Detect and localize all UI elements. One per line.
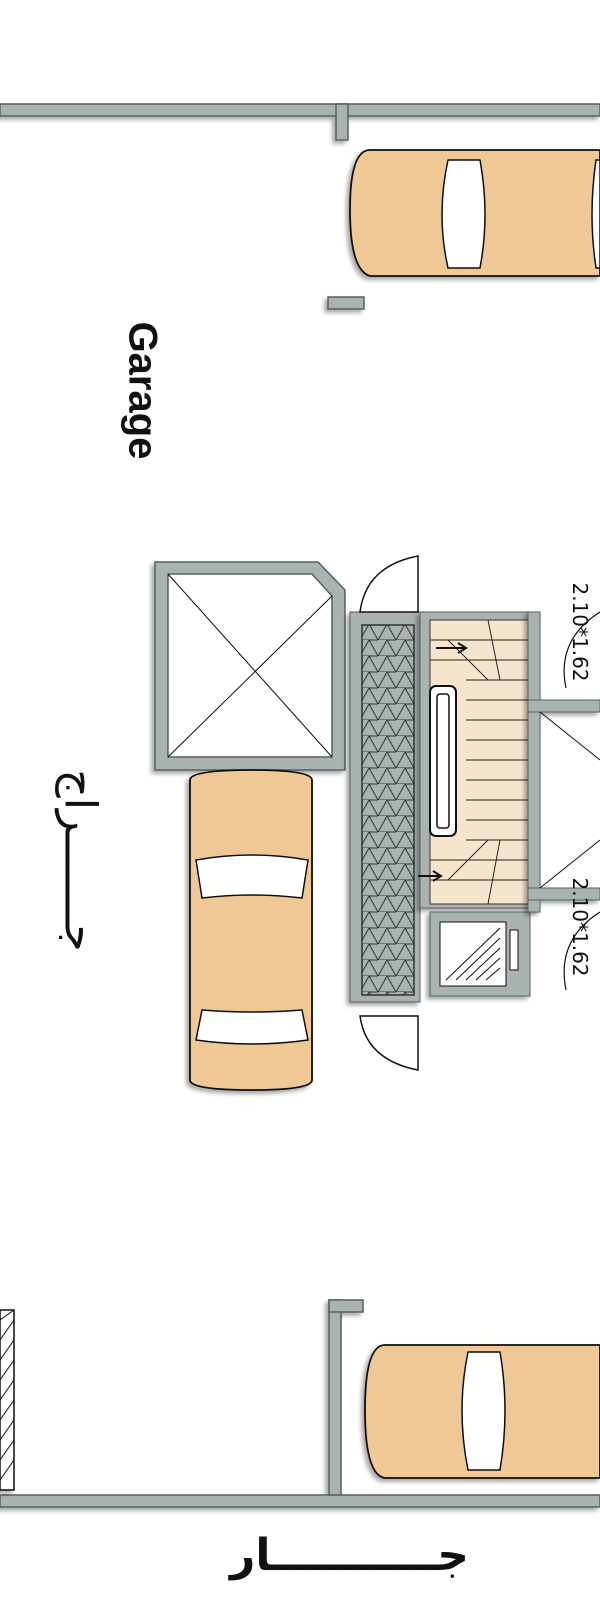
car-bottom xyxy=(364,1344,600,1479)
door-lower xyxy=(359,1015,419,1071)
car-middle xyxy=(189,769,313,1091)
car-top xyxy=(349,149,600,277)
bottom-left-pier xyxy=(328,1299,342,1496)
top-wall xyxy=(0,103,600,117)
window-swing-upper xyxy=(563,611,600,689)
right-walls xyxy=(527,611,600,913)
window-swing-lower xyxy=(563,911,600,991)
window-dimension-upper: 2.10*1.62 xyxy=(568,582,592,682)
top-wall-stub xyxy=(335,103,349,141)
stair-arrow-down xyxy=(418,870,443,882)
bottom-pier-cap xyxy=(328,1299,364,1313)
garage-arabic-label: جـــــــراج xyxy=(54,769,106,952)
bottom-wall xyxy=(0,1494,600,1508)
outer-walls xyxy=(0,103,600,1508)
door-upper xyxy=(359,555,419,613)
lobby xyxy=(349,611,421,1003)
stair-treads xyxy=(430,619,532,905)
stair-arrow-up xyxy=(436,642,468,654)
neighbor-arabic-label: جـــــــــــار xyxy=(230,1530,469,1581)
utility-room xyxy=(429,911,531,997)
elevator-shaft xyxy=(154,561,346,771)
garage-label: Garage xyxy=(120,321,165,460)
window-dimension-lower: 2.10*1.62 xyxy=(568,877,592,977)
void-lines xyxy=(539,711,600,889)
column-small xyxy=(327,296,365,310)
ramp xyxy=(0,1309,15,1491)
